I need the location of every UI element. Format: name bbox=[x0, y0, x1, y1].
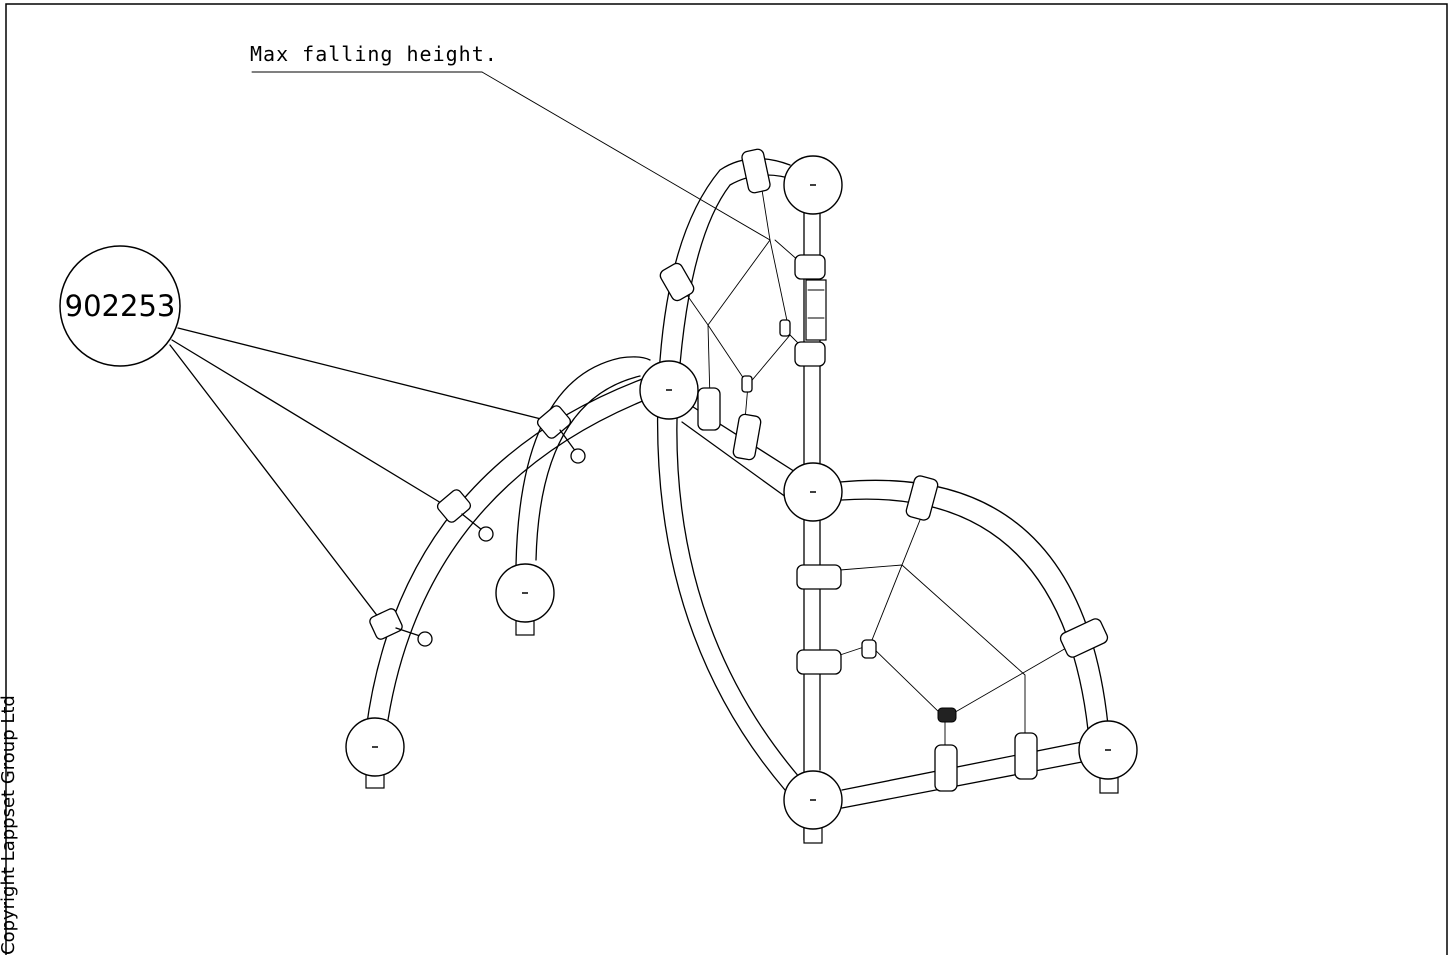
balloon-circle bbox=[59, 245, 181, 367]
handle-clamp-3 bbox=[369, 608, 433, 647]
bottom-tube bbox=[841, 741, 1083, 809]
part-number-balloon: 902253 bbox=[59, 245, 546, 623]
handle-clamp-1 bbox=[536, 405, 586, 464]
handle-clamps bbox=[369, 405, 586, 647]
falling-height-label: Max falling height. bbox=[250, 42, 498, 66]
drawing-frame bbox=[5, 3, 1448, 955]
ball-joints bbox=[345, 155, 1138, 830]
copyright-notice: Copyright Lappset Group Ltd bbox=[0, 695, 19, 955]
leader-line-2 bbox=[171, 339, 447, 507]
handle-clamp-2 bbox=[436, 489, 494, 542]
lower-rope-net bbox=[839, 499, 1081, 751]
part-number-text: 902253 bbox=[65, 289, 176, 323]
falling-height-annotation: Max falling height. bbox=[250, 42, 771, 241]
left-arch-tube bbox=[365, 356, 651, 734]
leader-line-3 bbox=[169, 344, 383, 623]
ground-stubs bbox=[365, 614, 1119, 844]
rope-clamps bbox=[659, 148, 1109, 792]
post-rung bbox=[805, 279, 827, 341]
right-arch-tube bbox=[839, 479, 1109, 731]
annotation-leader-line bbox=[481, 71, 771, 241]
tall-loop-tube bbox=[656, 157, 801, 791]
leader-line-1 bbox=[177, 327, 546, 421]
